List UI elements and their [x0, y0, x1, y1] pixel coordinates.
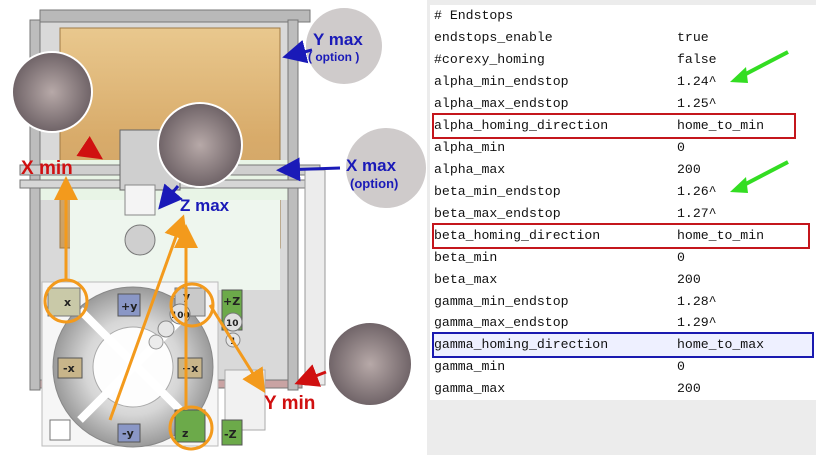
- label-y-max: Y max: [313, 30, 363, 50]
- label-x-max-note: (option): [350, 176, 398, 191]
- green-arrow-beta-min: [740, 162, 788, 187]
- plus-y-label: +y: [121, 300, 137, 313]
- plus-x-label: +x: [182, 362, 198, 375]
- printer-diagram-panel: x y z +y -y -x +x +Z -Z 100 10 1 Y max (…: [0, 0, 427, 455]
- plus-z-label: +Z: [223, 295, 240, 308]
- home-all-button[interactable]: [50, 420, 70, 440]
- home-x-label: x: [64, 296, 71, 309]
- minus-y-label: -y: [122, 427, 134, 440]
- zoom-x-min: [12, 52, 92, 132]
- green-arrows: [430, 5, 816, 400]
- label-y-max-note: ( option ): [308, 50, 359, 64]
- printer-diagram: x y z +y -y -x +x +Z -Z 100 10 1: [0, 0, 427, 455]
- zoom-y-min: [328, 322, 412, 406]
- step-10-label: 10: [226, 319, 239, 329]
- z-rail: [305, 170, 325, 385]
- extruder-fan: [125, 225, 155, 255]
- label-x-max: X max: [346, 156, 396, 176]
- minus-z-label: -Z: [224, 428, 237, 441]
- green-arrow-alpha-min: [740, 52, 788, 77]
- label-z-max: Z max: [180, 196, 229, 216]
- minus-x-label: -x: [63, 362, 75, 375]
- hotend: [125, 185, 155, 215]
- zoom-z-max: [158, 103, 242, 187]
- home-z-label: z: [182, 427, 188, 440]
- label-x-min: X min: [21, 158, 73, 180]
- label-y-min: Y min: [264, 393, 315, 415]
- home-z-button[interactable]: [175, 410, 205, 442]
- arrow-x-max: [282, 168, 340, 170]
